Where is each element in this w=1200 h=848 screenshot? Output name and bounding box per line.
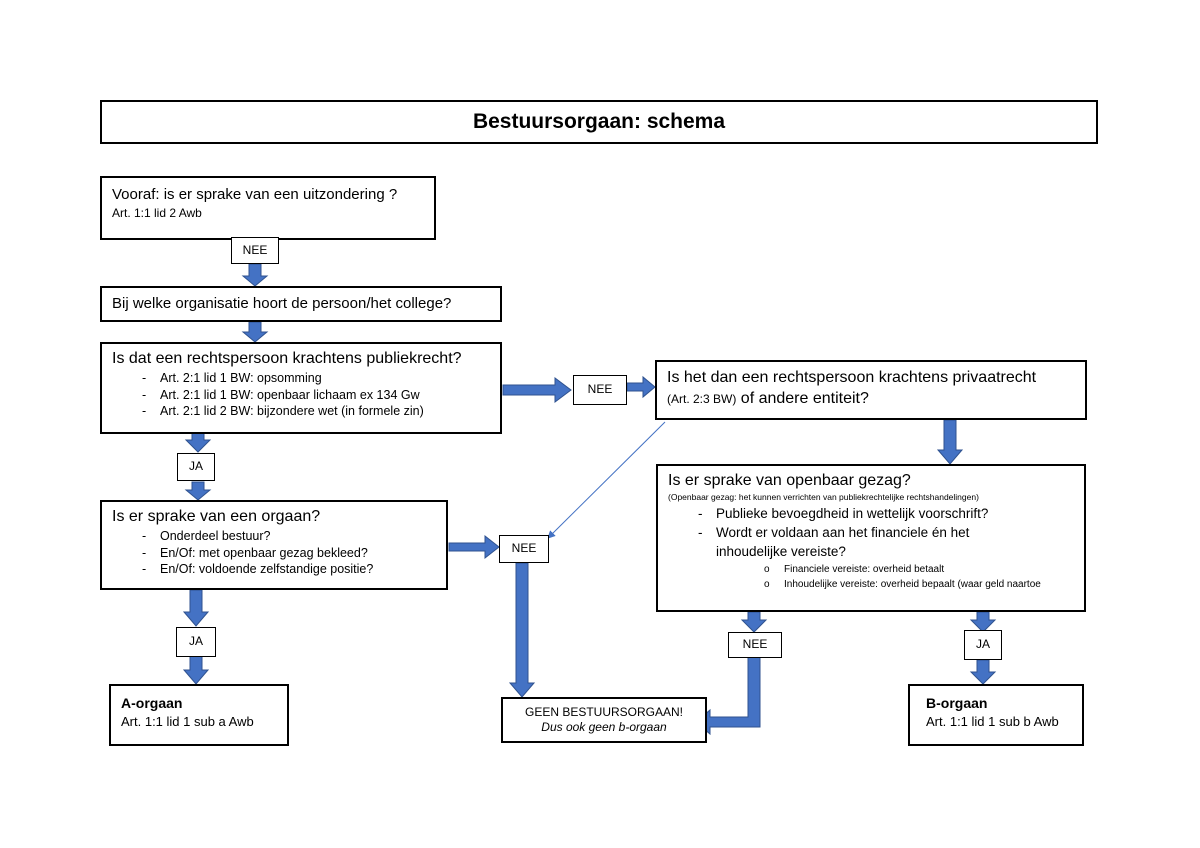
box-b-orgaan: B-orgaan Art. 1:1 lid 1 sub b Awb	[908, 684, 1084, 746]
list-item: Wordt er voldaan aan het financiele én h…	[698, 523, 1074, 561]
privaatrecht-entity: of andere entiteit?	[736, 390, 869, 407]
arrow-right-3	[448, 534, 500, 560]
list-item-line-a: Wordt er voldaan aan het financiele én h…	[716, 525, 970, 540]
box-uitzondering: Vooraf: is er sprake van een uitzonderin…	[100, 176, 436, 240]
arrow-down-8	[936, 419, 964, 465]
openbaar-gezag-note: (Openbaar gezag: het kunnen verrichten v…	[668, 492, 979, 502]
a-orgaan-title: A-orgaan	[121, 695, 183, 711]
list-item: Art. 2:1 lid 1 BW: opsomming	[142, 370, 490, 387]
orgaan-question: Is er sprake van een orgaan?	[112, 508, 321, 525]
box-geen-bestuursorgaan: GEEN BESTUURSORGAAN! Dus ook geen b-orga…	[501, 697, 707, 743]
list-item: Publieke bevoegdheid in wettelijk voorsc…	[698, 504, 1074, 523]
thin-arrow	[547, 421, 666, 539]
page-title: Bestuursorgaan: schema	[472, 110, 726, 133]
list-item: Onderdeel bestuur?	[142, 528, 436, 545]
geen-sub: Dus ook geen b-orgaan	[541, 720, 667, 734]
uitzondering-question: Vooraf: is er sprake van een uitzonderin…	[112, 186, 398, 203]
arrow-down-7	[182, 655, 210, 685]
geen-title: GEEN BESTUURSORGAAN!	[524, 705, 684, 719]
list-item: Financiele vereiste: overheid betaalt	[764, 562, 1074, 577]
arrow-down-5	[184, 481, 212, 501]
list-item: En/Of: met openbaar gezag bekleed?	[142, 545, 436, 562]
label-ja-2: JA	[176, 627, 216, 657]
publiekrecht-question: Is dat een rechtspersoon krachtens publi…	[112, 350, 462, 367]
box-privaatrecht: Is het dan een rechtspersoon krachtens p…	[655, 360, 1087, 420]
openbaar-gezag-question: Is er sprake van openbaar gezag?	[668, 472, 911, 489]
arrow-down-3	[241, 321, 269, 343]
arrow-down-geen	[508, 562, 536, 698]
organisatie-question: Bij welke organisatie hoort de persoon/h…	[112, 295, 452, 312]
uitzondering-article: Art. 1:1 lid 2 Awb	[112, 206, 202, 220]
box-a-orgaan: A-orgaan Art. 1:1 lid 1 sub a Awb	[109, 684, 289, 746]
label-nee-3: NEE	[499, 535, 549, 563]
list-item-line-b: inhoudelijke vereiste?	[716, 544, 846, 559]
box-organisatie: Bij welke organisatie hoort de persoon/h…	[100, 286, 502, 322]
label-ja-3: JA	[964, 630, 1002, 660]
b-orgaan-title: B-orgaan	[926, 695, 988, 711]
label-nee-2: NEE	[573, 375, 627, 405]
arrow-down-6	[182, 589, 210, 627]
arrow-right-1	[502, 377, 572, 403]
arrow-down-10	[969, 611, 997, 633]
privaatrecht-article: (Art. 2:3 BW)	[667, 392, 737, 406]
list-item: Inhoudelijke vereiste: overheid bepaalt …	[764, 577, 1074, 592]
box-orgaan: Is er sprake van een orgaan? Onderdeel b…	[100, 500, 448, 590]
arrow-right-2	[626, 375, 656, 399]
privaatrecht-line2: (Art. 2:3 BW) of andere entiteit?	[667, 390, 1075, 408]
openbaar-gezag-sublist: Financiele vereiste: overheid betaalt In…	[668, 562, 1074, 592]
a-orgaan-article: Art. 1:1 lid 1 sub a Awb	[121, 714, 254, 729]
b-orgaan-article: Art. 1:1 lid 1 sub b Awb	[926, 714, 1059, 729]
box-openbaar-gezag: Is er sprake van openbaar gezag? (Openba…	[656, 464, 1086, 612]
publiekrecht-list: Art. 2:1 lid 1 BW: opsomming Art. 2:1 li…	[112, 370, 490, 420]
title-box: Bestuursorgaan: schema	[100, 100, 1098, 144]
openbaar-gezag-list: Publieke bevoegdheid in wettelijk voorsc…	[668, 504, 1074, 561]
list-item: Art. 2:1 lid 1 BW: openbaar lichaam ex 1…	[142, 387, 490, 404]
orgaan-list: Onderdeel bestuur? En/Of: met openbaar g…	[112, 528, 436, 578]
list-item: Art. 2:1 lid 2 BW: bijzondere wet (in fo…	[142, 403, 490, 420]
arrow-down-4	[184, 431, 212, 453]
label-ja-1: JA	[177, 453, 215, 481]
arrow-down-11	[969, 659, 997, 685]
label-nee-1: NEE	[231, 237, 279, 264]
privaatrecht-question: Is het dan een rechtspersoon krachtens p…	[667, 369, 1037, 386]
arrow-down-2	[241, 263, 269, 287]
arrow-down-9	[740, 611, 768, 633]
label-nee-4: NEE	[728, 632, 782, 658]
list-item: En/Of: voldoende zelfstandige positie?	[142, 561, 436, 578]
box-publiekrecht: Is dat een rechtspersoon krachtens publi…	[100, 342, 502, 434]
